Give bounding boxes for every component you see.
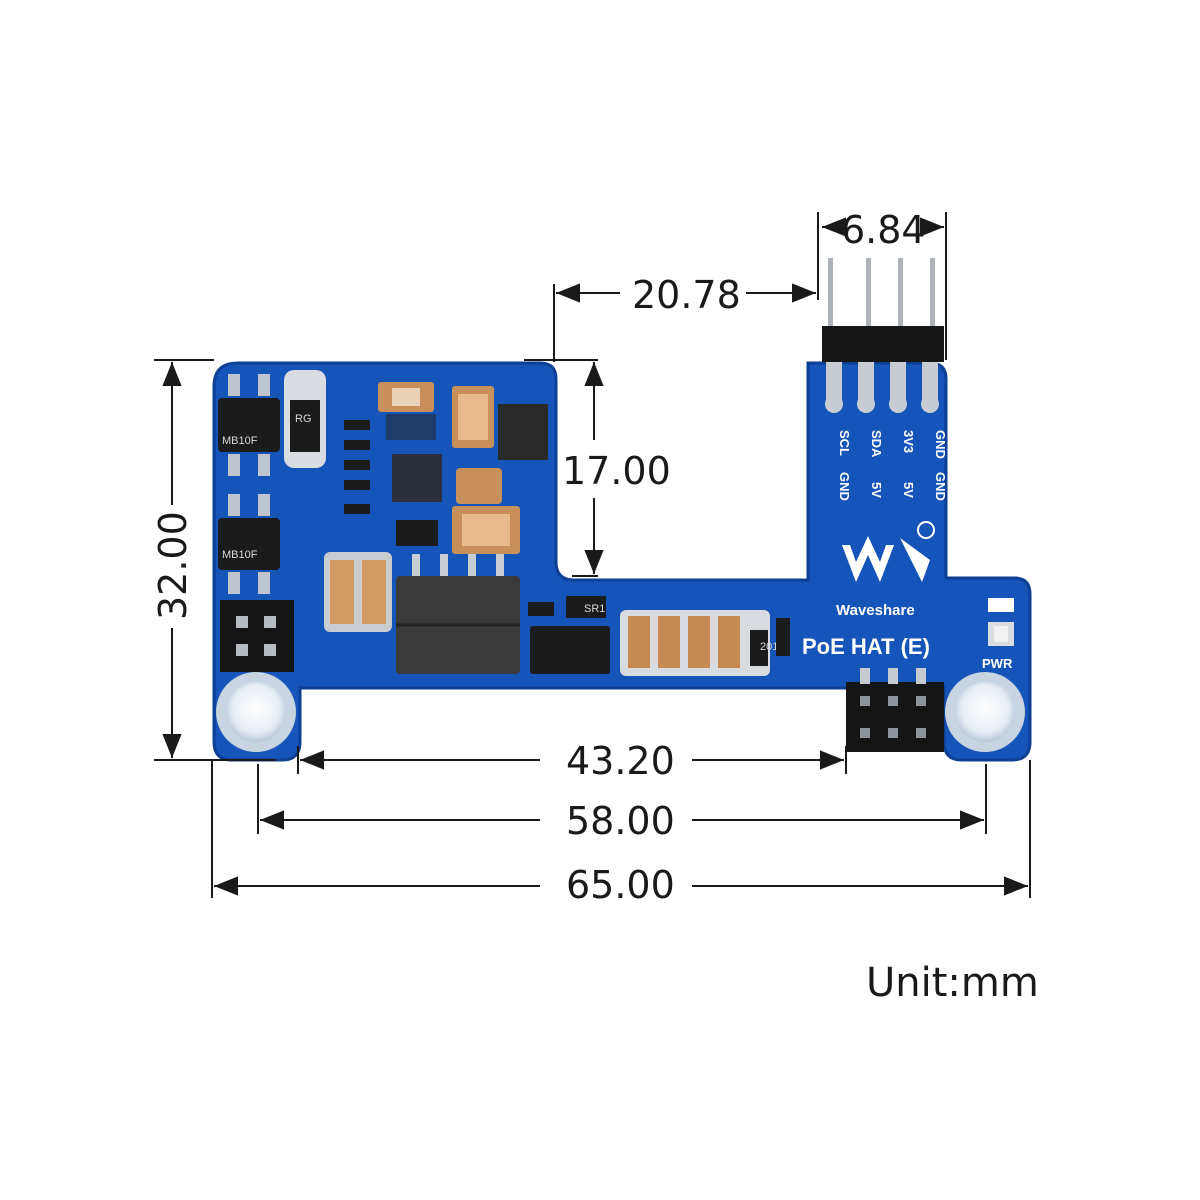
power-transformer xyxy=(324,552,520,674)
dim-offset-to-header: 20.78 xyxy=(632,273,741,317)
mounting-hole-right xyxy=(945,672,1025,752)
chip-mark-2: MB10F xyxy=(222,549,258,561)
pin-label-bottom-3: 5V xyxy=(901,482,916,498)
chip-mark-rg: RG xyxy=(295,413,312,425)
dim-board-width: 65.00 xyxy=(566,863,675,907)
fan-header-2x3 xyxy=(846,668,944,752)
pin-label-top-2: SDA xyxy=(869,430,884,458)
brand-label: Waveshare xyxy=(836,602,915,619)
dim-pin-pitch: 6.84 xyxy=(841,208,926,252)
pin-label-top-1: SCL xyxy=(837,430,852,456)
i2c-pin-header xyxy=(822,258,944,413)
chip-mark-201: 201 xyxy=(760,641,778,653)
chip-mark-sr1: SR1 xyxy=(584,603,605,615)
lower-components: SR1 201 xyxy=(528,596,790,676)
unit-label: Unit:mm xyxy=(866,960,1039,1006)
mounting-hole-left xyxy=(216,672,296,752)
poe-header-2x2 xyxy=(220,600,294,672)
product-label: PoE HAT (E) xyxy=(802,634,930,659)
pin-label-bottom-2: 5V xyxy=(869,482,884,498)
pwr-label: PWR xyxy=(982,656,1013,671)
regulator-chip: RG xyxy=(284,370,326,468)
waveshare-logo-icon xyxy=(842,521,935,582)
bridge-rectifier-1: MB10F xyxy=(218,374,280,476)
smd-components-cluster xyxy=(344,382,548,554)
pin-label-top-3: 3V3 xyxy=(901,430,916,453)
bridge-rectifier-2: MB10F xyxy=(218,494,280,594)
dim-hole-spacing: 58.00 xyxy=(566,799,675,843)
dim-hole-to-header: 43.20 xyxy=(566,739,675,783)
pwr-led xyxy=(988,598,1014,646)
dim-board-height: 32.00 xyxy=(151,511,195,620)
pin-label-bottom-1: GND xyxy=(837,472,852,501)
chip-mark-1: MB10F xyxy=(222,435,258,447)
pin-label-top-4: GND xyxy=(933,430,948,459)
pin-labels: SCL GND SDA 5V 3V3 5V GND GND xyxy=(837,430,948,501)
dim-notch-depth: 17.00 xyxy=(562,449,671,493)
pin-label-bottom-4: GND xyxy=(933,472,948,501)
dimension-lines xyxy=(154,212,1031,898)
